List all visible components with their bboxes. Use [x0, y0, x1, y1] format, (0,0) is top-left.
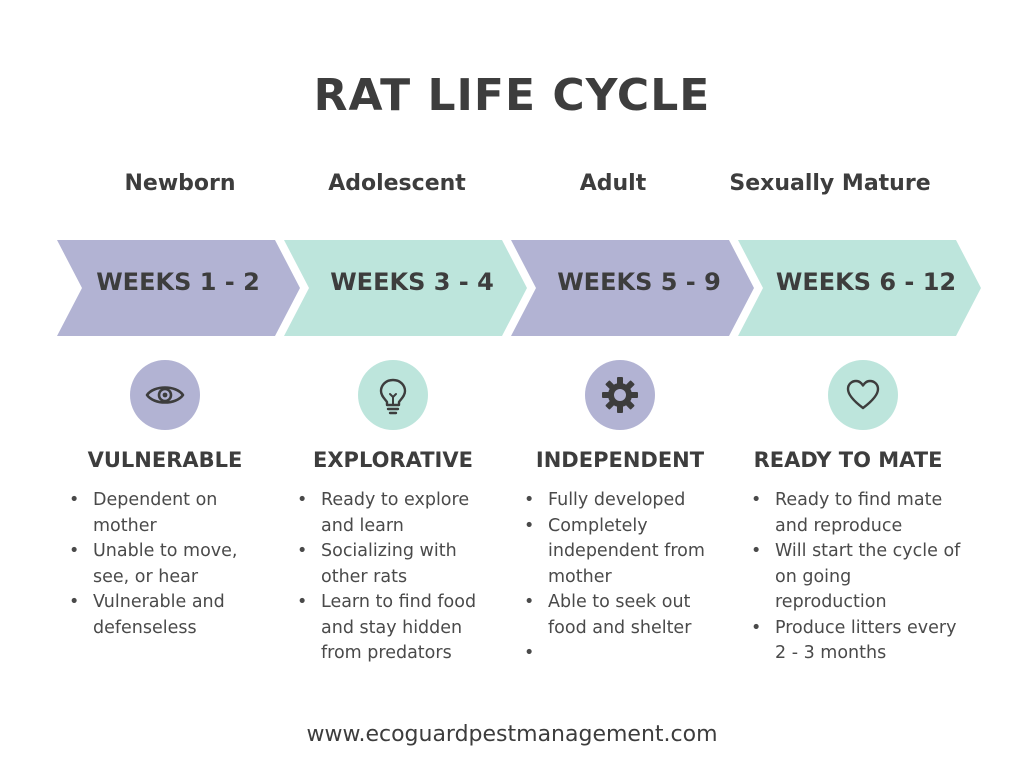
eye-icon	[145, 386, 185, 404]
weeks-label-adolescent: WEEKS 3 - 4	[330, 268, 494, 296]
list-item: Ready to explore and learn	[297, 488, 497, 539]
list-item: Vulnerable and defenseless	[69, 590, 269, 641]
stage-label-adolescent: Adolescent	[328, 171, 466, 196]
list-item: Socializing with other rats	[297, 539, 497, 590]
heading-ready-to-mate: READY TO MATE	[753, 448, 943, 472]
list-item: Will start the cycle of on going reprodu…	[751, 539, 965, 616]
arrow-adult	[511, 240, 754, 336]
weeks-label-sexually-mature: WEEKS 6 - 12	[775, 268, 957, 296]
weeks-label-newborn: WEEKS 1 - 2	[96, 268, 260, 296]
list-item: Unable to move, see, or hear	[69, 539, 269, 590]
bullet-list-newborn: Dependent on mother Unable to move, see,…	[69, 488, 269, 641]
timeline-arrows	[57, 240, 981, 336]
stage-label-sexually-mature: Sexually Mature	[729, 171, 931, 196]
list-item: Able to seek out food and shelter	[524, 590, 730, 641]
heading-explorative: EXPLORATIVE	[313, 448, 473, 472]
arrow-adolescent	[284, 240, 527, 336]
heading-independent: INDEPENDENT	[535, 448, 705, 472]
list-item: Ready to find mate and reproduce	[751, 488, 965, 539]
list-item: Produce litters every 2 - 3 months	[751, 616, 965, 667]
list-item: Fully developed	[524, 488, 730, 514]
list-item	[524, 641, 730, 667]
list-item: Learn to find food and stay hidden from …	[297, 590, 497, 667]
icon-circle-adolescent	[358, 360, 428, 430]
list-item: Dependent on mother	[69, 488, 269, 539]
icon-circle-sexually-mature	[828, 360, 898, 430]
bullet-list-adult: Fully developed Completely independent f…	[524, 488, 730, 667]
bullet-list-adolescent: Ready to explore and learn Socializing w…	[297, 488, 497, 667]
stage-label-adult: Adult	[579, 171, 647, 196]
arrow-sexually-mature	[738, 240, 981, 336]
bullet-list-sexually-mature: Ready to find mate and reproduce Will st…	[751, 488, 965, 667]
arrow-newborn	[57, 240, 300, 336]
lightbulb-icon	[379, 378, 407, 415]
icon-circle-newborn	[130, 360, 200, 430]
list-item: Completely independent from mother	[524, 514, 730, 591]
heading-vulnerable: VULNERABLE	[87, 448, 243, 472]
gear-icon	[602, 377, 638, 413]
weeks-label-adult: WEEKS 5 - 9	[557, 268, 721, 296]
icon-circle-adult	[585, 360, 655, 430]
page-title: RAT LIFE CYCLE	[313, 70, 711, 121]
website-link[interactable]: www.ecoguardpestmanagement.com	[306, 722, 718, 747]
heart-icon	[846, 379, 880, 410]
stage-label-newborn: Newborn	[124, 171, 236, 196]
